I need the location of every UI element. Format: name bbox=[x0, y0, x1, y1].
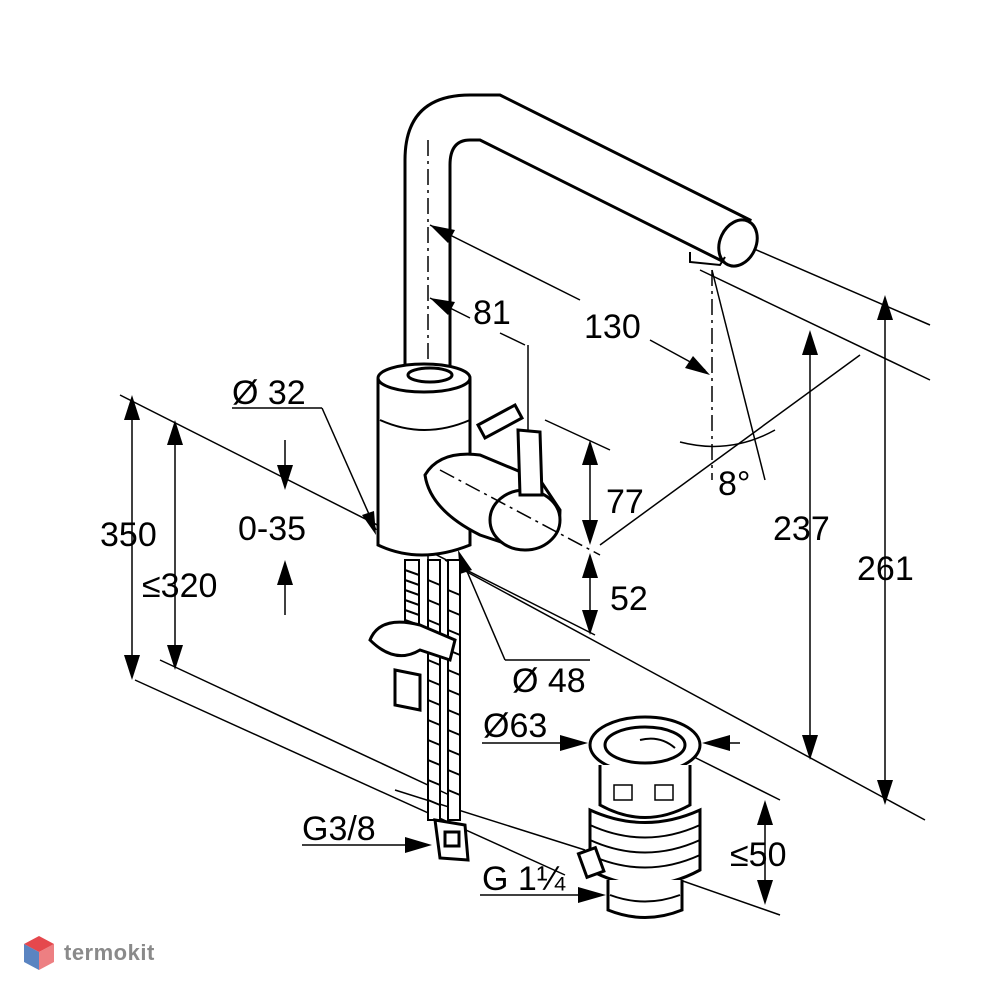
dim-81-label: 81 bbox=[473, 294, 511, 332]
logo-text: termokit bbox=[64, 940, 155, 965]
dim-diameter-63-label: Ø63 bbox=[483, 707, 547, 745]
dim-angle-8-label: 8° bbox=[718, 465, 751, 503]
drain-assembly bbox=[576, 715, 702, 919]
termokit-logo: termokit bbox=[22, 934, 155, 972]
hexagon-cube-icon bbox=[24, 936, 54, 970]
dim-130-label: 130 bbox=[584, 308, 641, 346]
dim-261-label: 261 bbox=[857, 550, 914, 588]
dim-diameter-32-label: Ø 32 bbox=[232, 374, 306, 412]
dimension-labels: 81 130 Ø 32 77 8° 237 261 350 0-35 ≤320 … bbox=[100, 294, 914, 898]
thread-g3-8-label: G3/8 bbox=[302, 810, 376, 848]
dim-237-label: 237 bbox=[773, 510, 830, 548]
dimension-lines bbox=[124, 224, 893, 905]
dim-max-50-label: ≤50 bbox=[730, 836, 786, 874]
reference-lines bbox=[119, 244, 931, 916]
dim-52-label: 52 bbox=[610, 580, 648, 618]
dim-max-320-label: ≤320 bbox=[142, 567, 217, 605]
lever-handle bbox=[423, 402, 601, 556]
dim-diameter-48-label: Ø 48 bbox=[512, 662, 586, 700]
dim-77-label: 77 bbox=[606, 483, 644, 521]
hoses-and-mounting bbox=[368, 559, 470, 862]
dim-0-35-label: 0-35 bbox=[238, 510, 306, 548]
spout bbox=[403, 93, 759, 560]
dim-350-label: 350 bbox=[100, 516, 157, 554]
thread-g1-1-4-label: G 1¼ bbox=[482, 860, 566, 898]
